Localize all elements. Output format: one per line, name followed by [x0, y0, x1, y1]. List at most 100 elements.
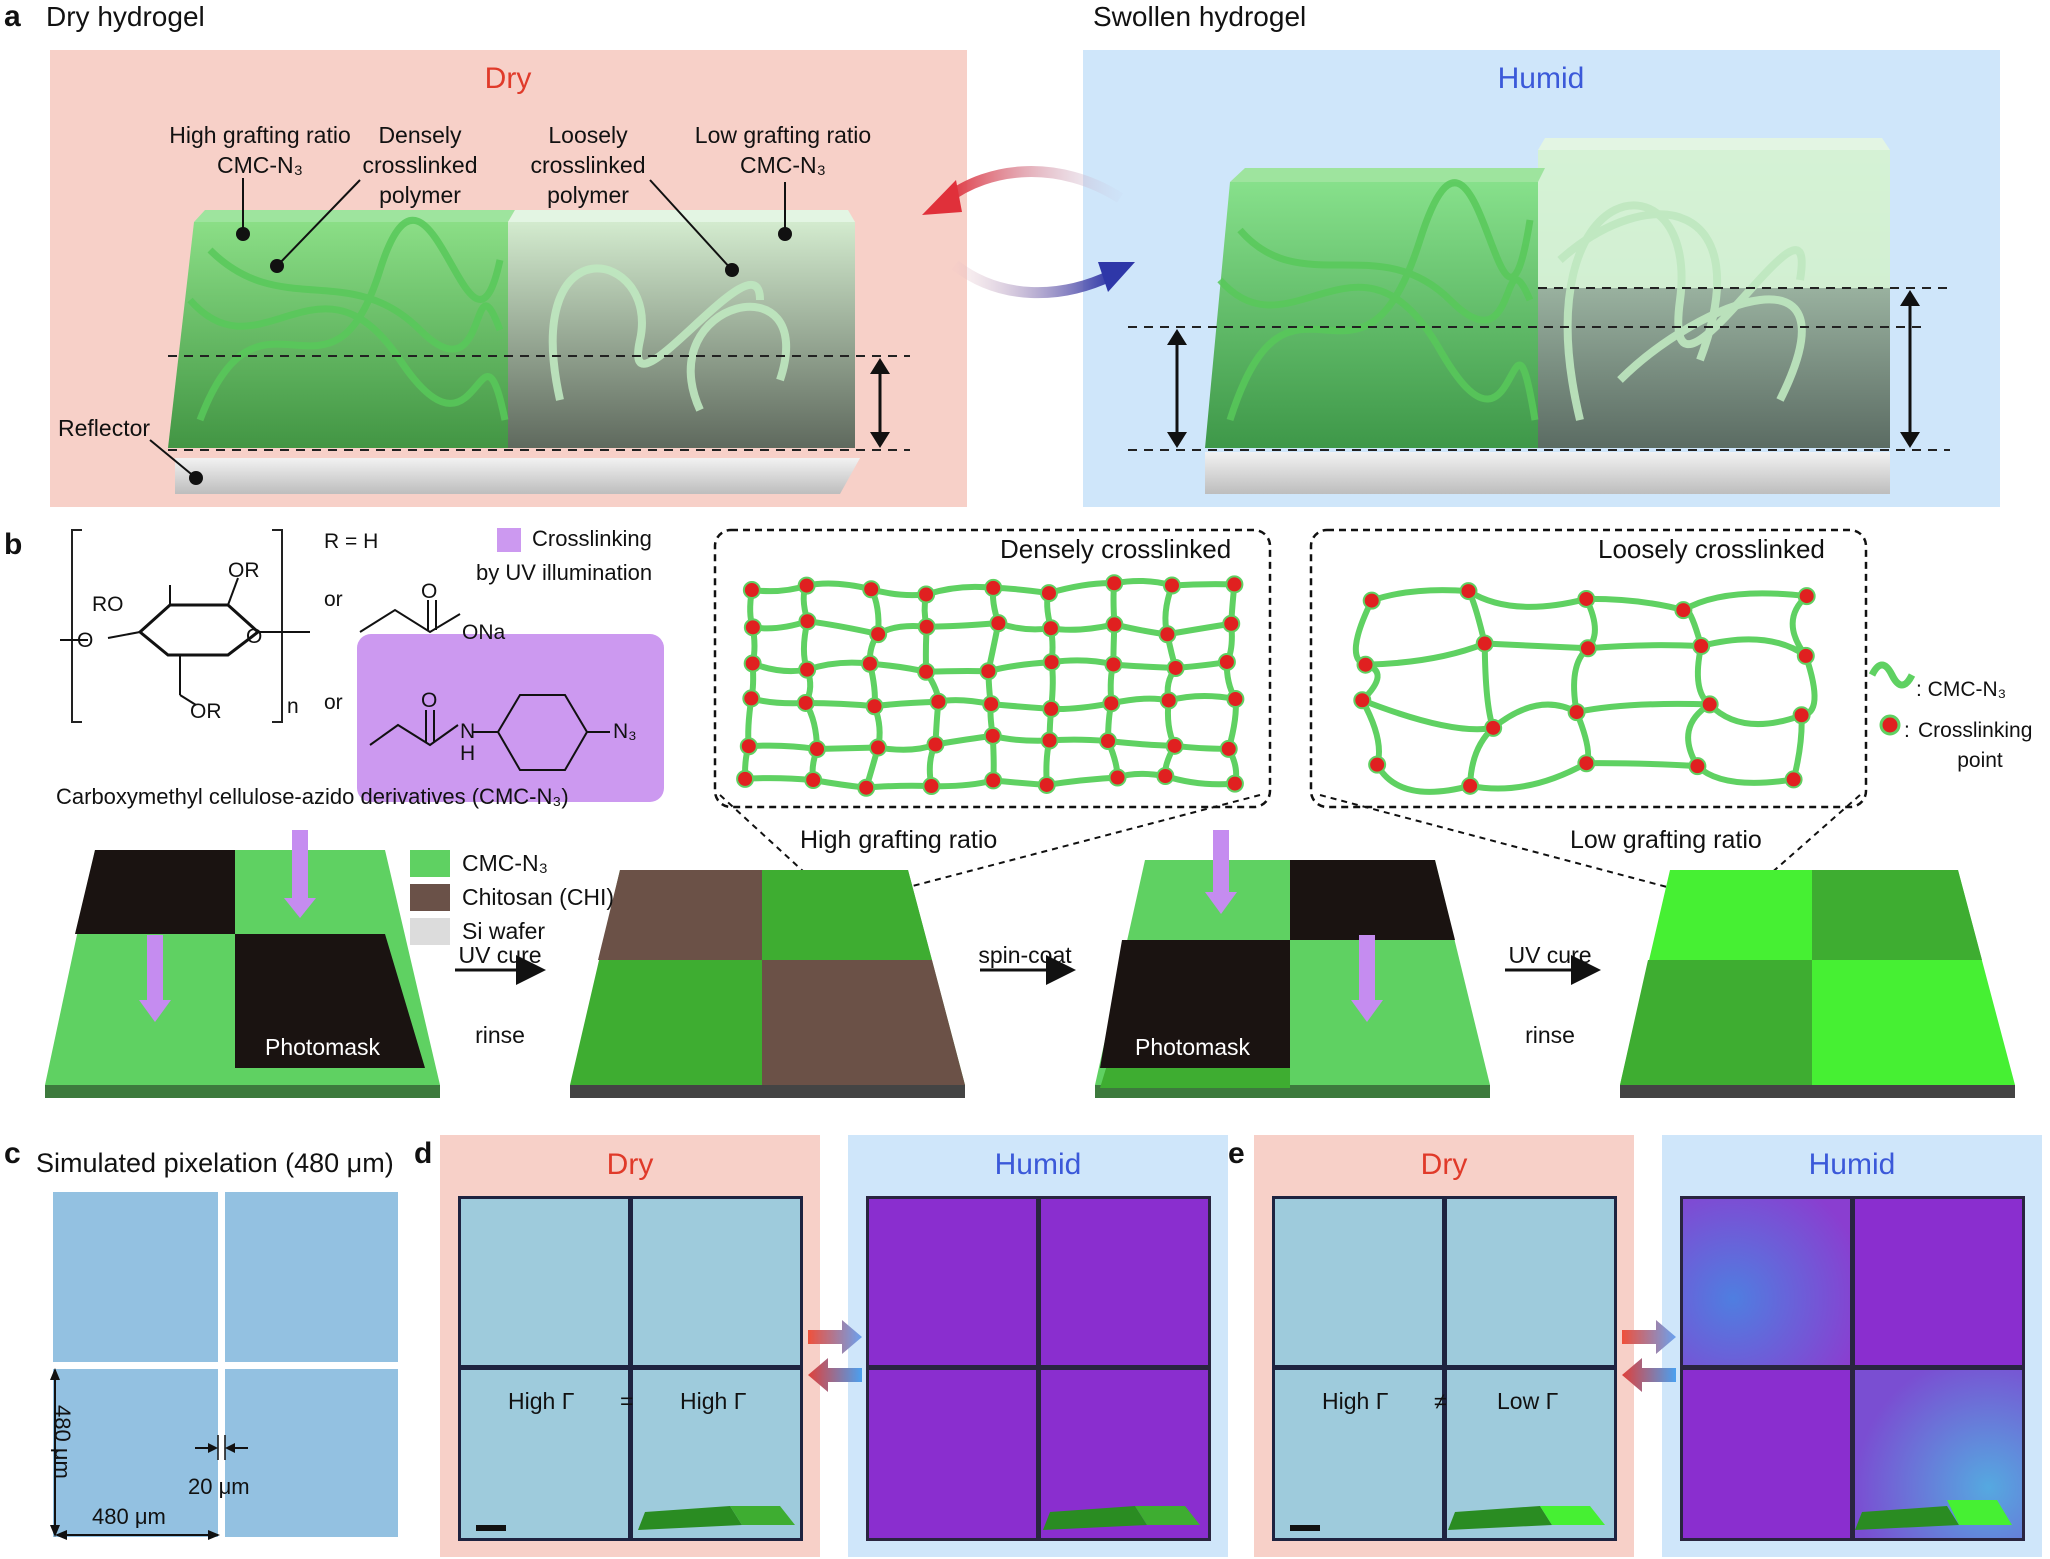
crosslink-point [1368, 755, 1387, 774]
crosslink-point [1217, 652, 1236, 671]
label-low-grafting-line2: CMC-N₃ [739, 152, 826, 178]
crosslink-point [860, 654, 879, 673]
crosslink-point [1796, 646, 1815, 665]
dim-gap: 20 μm [188, 1474, 250, 1499]
step1-top: UV cure [458, 942, 542, 968]
crosslink-point [869, 625, 888, 644]
polymer-chain [1586, 760, 1698, 770]
crosslink-point [1356, 655, 1375, 674]
crosslinking-legend-line2: by UV illumination [476, 560, 653, 585]
e-left-label: High Γ [1322, 1388, 1389, 1414]
crosslink-point [1226, 690, 1245, 709]
crosslink-point [1041, 619, 1060, 638]
crosslink-point [804, 771, 823, 790]
low-grafting-label: Low grafting ratio [1570, 826, 1762, 854]
polymer-chain [926, 620, 999, 630]
step3-top: UV cure [1508, 942, 1592, 968]
d-left-label: High Γ [508, 1388, 575, 1414]
polymer-chain [1171, 581, 1235, 589]
d-dry-micrograph [458, 1196, 803, 1541]
label-high-grafting-line1: High grafting ratio [169, 122, 351, 148]
crosslink-point [984, 578, 1003, 597]
label-loose-line2: crosslinked [530, 152, 646, 178]
crosslink-point [1461, 776, 1480, 795]
crosslink-point [798, 660, 817, 679]
or-text-1: or [324, 588, 343, 611]
network-insets [713, 528, 1916, 906]
dense-title: Densely crosslinked [1000, 534, 1232, 564]
chem-or-bottom: OR [190, 700, 222, 723]
dry-header: Dry [484, 62, 532, 95]
crosslink-point [1362, 591, 1381, 610]
legend-point-colon: : [1904, 719, 1910, 742]
e-dry-micrograph [1272, 1196, 1617, 1541]
panel-letter-c: c [4, 1137, 21, 1170]
dim-horizontal: 480 μm [92, 1504, 166, 1529]
or-text-2: or [324, 691, 343, 714]
crosslink-point [743, 618, 762, 637]
swollen-hydrogel-title: Swollen hydrogel [1093, 1, 1307, 32]
label-dense-line2: crosslinked [362, 152, 478, 178]
crosslink-point [1037, 775, 1056, 794]
crosslink-point [743, 654, 762, 673]
crosslinking-legend-line1: Crosslinking [532, 526, 652, 551]
crosslink-point [1578, 639, 1597, 658]
polymer-chain [1587, 642, 1702, 652]
panel-letter-a: a [4, 0, 21, 33]
loose-title: Loosely crosslinked [1598, 534, 1825, 564]
label-dense-line3: polymer [379, 182, 461, 208]
high-grafting-label: High grafting ratio [800, 826, 998, 854]
simulated-title: Simulated pixelation (480 μm) [36, 1148, 394, 1178]
label-low-grafting-line1: Low grafting ratio [694, 122, 872, 148]
photomask-label-1: Photomask [265, 1034, 381, 1060]
panel-letter-b: b [4, 528, 23, 561]
crosslink-point [1674, 601, 1693, 620]
crosslink-point [1156, 766, 1175, 785]
aryl-azide-highlight [357, 634, 664, 802]
polymer-chain [1484, 640, 1589, 652]
crosslinking-legend-swatch [497, 528, 521, 552]
e-dry-header: Dry [1420, 1148, 1468, 1181]
crosslink-point [1577, 754, 1596, 773]
crosslink-point [979, 662, 998, 681]
crosslink-point [1797, 587, 1816, 606]
label-loose-line3: polymer [547, 182, 629, 208]
step1-bottom: rinse [475, 1022, 525, 1048]
crosslink-point [739, 737, 758, 756]
crosslink-point [1577, 589, 1596, 608]
r-equals-h: R = H [324, 530, 379, 553]
crosslink-point [982, 695, 1001, 714]
polymer-chain [1365, 640, 1486, 668]
crosslink-point [1158, 625, 1177, 644]
dry-hydrogel-title: Dry hydrogel [46, 1, 205, 32]
polymer-chain [1374, 763, 1471, 795]
tile-3 [1095, 830, 1490, 1098]
crosslink-point [1165, 736, 1184, 755]
legend-swatch-chitosan [410, 884, 450, 911]
e-right-label: Low Γ [1497, 1388, 1559, 1414]
micrographs [458, 1196, 2025, 1541]
polymer-chain [1707, 702, 1803, 727]
legend-point-line2: point [1957, 749, 2003, 772]
chem-ro: RO [92, 593, 124, 616]
crosslink-point [1784, 770, 1803, 789]
crosslink-point [797, 576, 816, 595]
crosslink-point [1792, 706, 1811, 725]
crosslink-point [1042, 653, 1061, 672]
crosslink-point [1102, 694, 1121, 713]
legend-swatch-cmc [410, 850, 450, 877]
polymer-chain [1700, 636, 1808, 659]
crosslink-point [1484, 718, 1503, 737]
crosslink-point [917, 585, 936, 604]
d-right-label: High Γ [680, 1388, 747, 1414]
crosslink-point [796, 693, 815, 712]
chem-nh-n: N [460, 720, 476, 743]
crosslink-point [926, 735, 945, 754]
chem-o-ring: O [246, 625, 263, 648]
crosslink-point [1459, 582, 1478, 601]
legend-point-line1: Crosslinking [1918, 719, 2033, 742]
cmc-structure [60, 529, 664, 802]
chem-nh-h: H [460, 742, 476, 765]
label-dense-line1: Densely [378, 122, 462, 148]
tile-2 [570, 870, 965, 1098]
